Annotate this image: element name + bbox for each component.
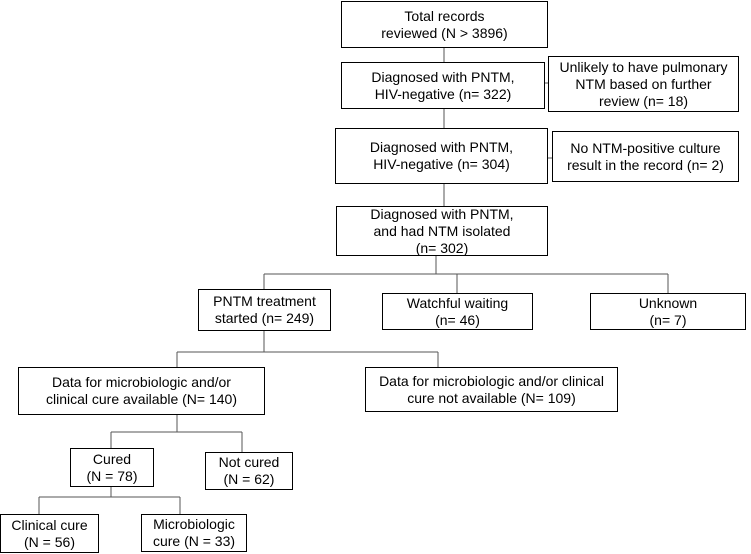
box-data-not-available-109: Data for microbiologic and/or clinical c…	[365, 367, 618, 412]
box-data-available-140: Data for microbiologic and/or clinical c…	[18, 367, 265, 415]
box-not-cured-62: Not cured (N = 62)	[205, 452, 293, 490]
box-unlikely-18: Unlikely to have pulmonary NTM based on …	[548, 56, 739, 112]
box-diagnosed-322: Diagnosed with PNTM, HIV-negative (n= 32…	[341, 62, 545, 109]
box-diagnosed-304: Diagnosed with PNTM, HIV-negative (n= 30…	[335, 128, 548, 184]
box-total-records: Total records reviewed (N > 3896)	[341, 1, 548, 48]
box-cured-78: Cured (N = 78)	[70, 448, 154, 487]
box-treatment-249: PNTM treatment started (n= 249)	[198, 289, 331, 331]
box-clinical-cure-56: Clinical cure (N = 56)	[0, 514, 99, 553]
box-micro-cure-33: Microbiologic cure (N = 33)	[141, 514, 247, 552]
box-diagnosed-302: Diagnosed with PNTM, and had NTM isolate…	[336, 206, 548, 256]
box-unknown-7: Unknown (n= 7)	[590, 293, 746, 330]
box-no-culture-2: No NTM-positive culture result in the re…	[552, 131, 739, 182]
box-watchful-46: Watchful waiting (n= 46)	[382, 293, 533, 330]
